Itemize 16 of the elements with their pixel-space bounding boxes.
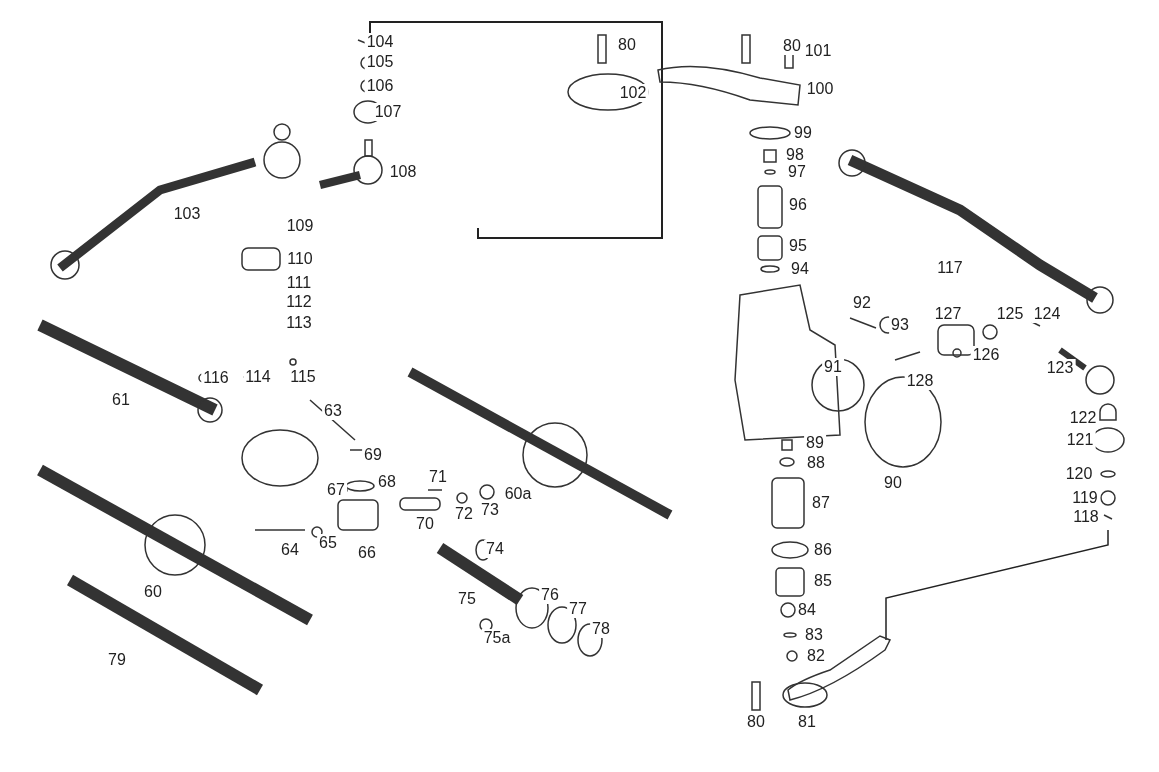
callout-number: 106 [364, 77, 396, 95]
callout-number: 80 [781, 37, 803, 55]
callout-number: 93 [889, 316, 911, 334]
callout-number: 105 [364, 53, 396, 71]
callout-number: 74 [484, 540, 506, 558]
callout-number: 107 [372, 103, 404, 121]
callout-number: 128 [904, 372, 936, 390]
callout-number: 121 [1064, 431, 1096, 449]
callout-number: 78 [590, 620, 612, 638]
callout-number: 91 [822, 358, 844, 376]
callout-number: 77 [567, 600, 589, 618]
callout-number: 76 [539, 586, 561, 604]
callout-number: 124 [1031, 305, 1063, 323]
callout-number: 109 [284, 217, 316, 235]
callout-number: 63 [322, 402, 344, 420]
callout-number: 102 [617, 84, 649, 102]
